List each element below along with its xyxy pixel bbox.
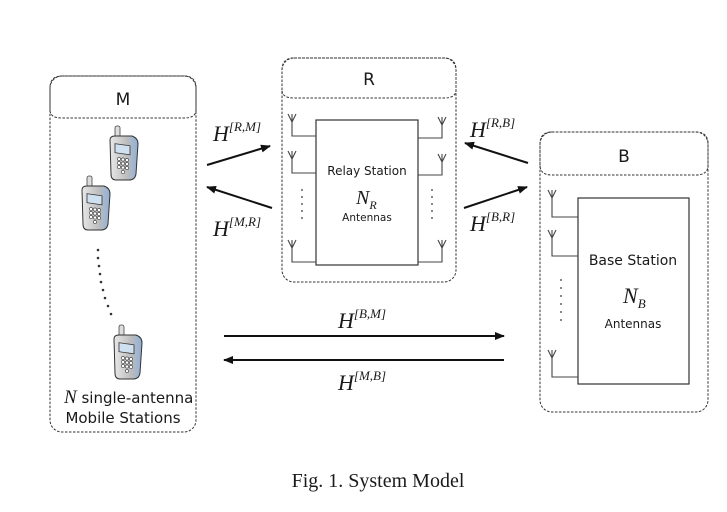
base-station-box (577, 197, 690, 385)
channel-label-b-r: H[B,R] (469, 209, 515, 236)
base-station-title: Base Station (589, 253, 677, 269)
arrow-r-to-b (463, 186, 528, 209)
mobile-label-line1: N single-antenna (63, 387, 193, 408)
antenna-icon (287, 239, 316, 263)
channel-label-r-m: H[R,M] (212, 119, 261, 146)
base-antenna-count: NB (622, 283, 646, 311)
channel-label-b-m: H[B,M] (337, 306, 386, 333)
relay-right-antennas (418, 116, 447, 263)
antenna-icon (287, 113, 316, 137)
base-header-box (539, 131, 709, 176)
channel-labels: H[R,M] H[M,R] H[R,B] H[B,R] H[B,M] H[M,B… (212, 115, 515, 395)
mobile-phone-icon (109, 125, 139, 181)
channel-label-r-b: H[R,B] (469, 115, 515, 142)
base-antennas-label: Antennas (605, 317, 662, 331)
base-header-label: B (618, 147, 630, 167)
channel-arrows (206, 141, 529, 364)
mobile-phone-icon (81, 175, 111, 231)
base-antennas (547, 189, 578, 378)
relay-container (281, 57, 457, 283)
figure-caption: Fig. 1. System Model (292, 470, 465, 492)
ellipsis-dots (96, 248, 113, 316)
relay-antennas-label: Antennas (342, 212, 392, 224)
arrow-b-to-r (464, 141, 529, 164)
relay-station-box (315, 119, 419, 266)
antenna-icon (547, 189, 578, 218)
relay-station-group: R Relay Station NR Antennas (281, 57, 457, 283)
antenna-icon (418, 116, 447, 139)
channel-label-m-b: H[M,B] (337, 368, 386, 395)
base-station-group: B Base Station NB Antennas (539, 131, 709, 413)
relay-header-box (281, 57, 457, 99)
mobile-stations-group: M N single-antenna Mobile Stations (49, 75, 197, 433)
mobile-phone-icon (113, 324, 143, 380)
channel-label-m-r: H[M,R] (212, 214, 261, 241)
mobile-header-label: M (116, 90, 131, 110)
relay-station-title: Relay Station (327, 164, 406, 178)
mobile-label-line2: Mobile Stations (65, 409, 180, 427)
relay-antenna-count: NR (355, 187, 377, 212)
antenna-icon (418, 239, 447, 263)
antenna-icon (547, 349, 578, 378)
arrow-m-to-r (206, 144, 271, 166)
arrow-r-to-m (206, 185, 273, 209)
antenna-icon (547, 229, 578, 257)
relay-left-antennas (287, 113, 316, 263)
antenna-icon (287, 150, 316, 174)
relay-header-label: R (363, 70, 375, 90)
antenna-icon (418, 153, 447, 176)
